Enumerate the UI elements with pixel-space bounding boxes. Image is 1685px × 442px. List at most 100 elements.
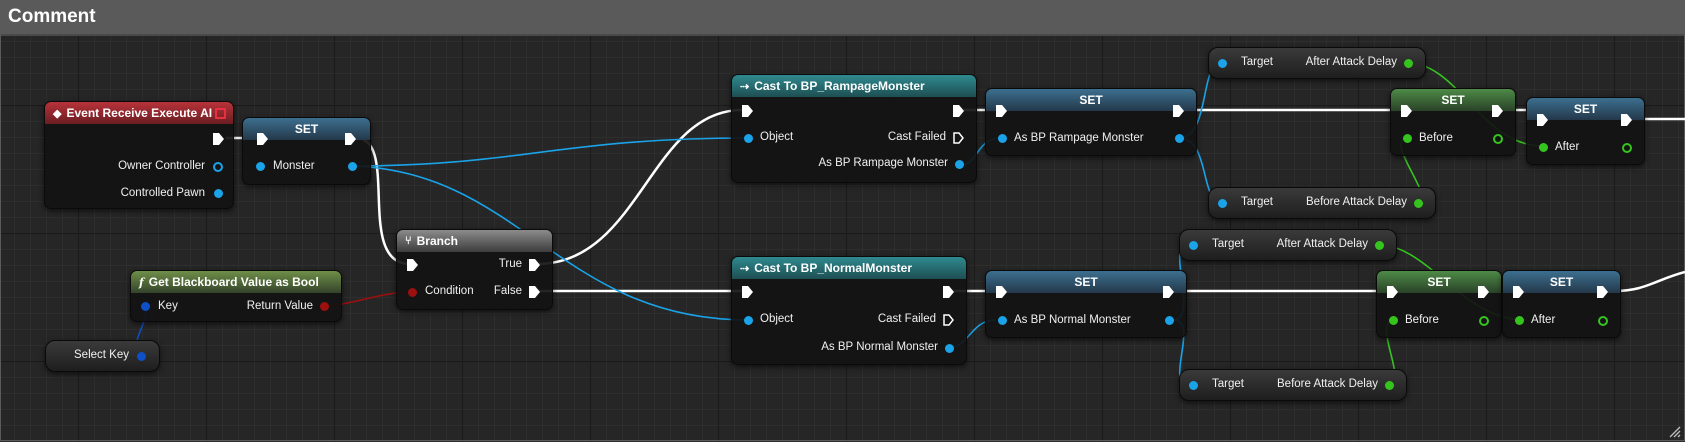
rampage-before-attack-delay-getter[interactable]: Target Before Attack Delay — [1208, 187, 1436, 219]
target-in-pin[interactable] — [1218, 59, 1227, 68]
set-as-bp-rampage-monster-node[interactable]: SET As BP Rampage Monster — [985, 88, 1197, 156]
after-out-pin[interactable] — [1622, 143, 1632, 153]
node-title: Get Blackboard Value as Bool — [148, 275, 319, 289]
normal-before-attack-delay-getter[interactable]: Target Before Attack Delay — [1179, 369, 1407, 401]
normal-monster-out-pin[interactable] — [1165, 316, 1174, 325]
condition-label: Condition — [425, 285, 474, 297]
after-attack-delay-out-pin[interactable] — [1404, 59, 1413, 68]
resize-grip-icon[interactable] — [1669, 426, 1681, 438]
cast-failed-exec-pin[interactable] — [943, 314, 954, 326]
before-out-pin[interactable] — [1479, 316, 1489, 326]
exec-out-pin[interactable] — [1621, 114, 1632, 126]
after-attack-delay-out-pin[interactable] — [1375, 241, 1384, 250]
exec-in-pin[interactable] — [1401, 105, 1412, 117]
controlled-pawn-label: Controlled Pawn — [120, 187, 205, 199]
after-out-pin[interactable] — [1598, 316, 1608, 326]
node-title: SET — [1074, 275, 1098, 289]
monster-in-pin[interactable] — [256, 162, 265, 171]
exec-out-pin[interactable] — [345, 133, 356, 145]
cast-failed-label: Cast Failed — [877, 313, 936, 325]
select-key-out-pin[interactable] — [137, 352, 146, 361]
exec-in-pin[interactable] — [996, 105, 1007, 117]
return-value-label: Return Value — [246, 300, 313, 312]
delegate-pin-icon[interactable] — [215, 108, 226, 119]
set-monster-node[interactable]: SET Monster — [242, 117, 371, 185]
comment-title[interactable]: Comment — [8, 6, 96, 27]
exec-in-pin[interactable] — [996, 286, 1007, 298]
exec-out-pin[interactable] — [943, 286, 954, 298]
exec-out-pin[interactable] — [1173, 105, 1184, 117]
node-title: Branch — [416, 234, 458, 248]
exec-in-pin[interactable] — [742, 105, 753, 117]
rampage-monster-in-pin[interactable] — [998, 134, 1007, 143]
set-after-node-2[interactable]: SET After — [1502, 270, 1621, 338]
after-label: After — [1555, 141, 1580, 153]
controlled-pawn-pin[interactable] — [214, 189, 223, 198]
rampage-monster-out-pin[interactable] — [1175, 134, 1184, 143]
branch-node[interactable]: ⑂Branch True Condition False — [396, 229, 553, 310]
exec-out-pin[interactable] — [1492, 105, 1503, 117]
as-bp-normal-monster-pin[interactable] — [945, 344, 954, 353]
set-as-bp-normal-monster-node[interactable]: SET As BP Normal Monster — [985, 270, 1187, 338]
exec-out-pin[interactable] — [213, 133, 224, 145]
rampage-monster-label: As BP Rampage Monster — [1014, 132, 1144, 144]
function-icon: f — [139, 275, 144, 289]
before-out-pin[interactable] — [1493, 134, 1503, 144]
event-receive-execute-ai-node[interactable]: ◆Event Receive Execute AI Owner Controll… — [44, 101, 234, 209]
exec-in-pin[interactable] — [1537, 114, 1548, 126]
true-exec-pin[interactable] — [529, 259, 540, 271]
exec-out-pin[interactable] — [1163, 286, 1174, 298]
cast-icon: ⇢ — [740, 262, 750, 275]
target-in-pin[interactable] — [1218, 199, 1227, 208]
node-title: SET — [1427, 275, 1451, 289]
before-attack-delay-out-pin[interactable] — [1385, 381, 1394, 390]
object-in-pin[interactable] — [744, 134, 753, 143]
select-key-node[interactable]: Select Key — [45, 340, 160, 372]
monster-out-pin[interactable] — [348, 162, 357, 171]
node-title: SET — [1441, 93, 1465, 107]
as-bp-rampage-monster-pin[interactable] — [955, 160, 964, 169]
cast-failed-label: Cast Failed — [887, 131, 946, 143]
set-before-node-2[interactable]: SET Before — [1376, 270, 1502, 338]
set-before-node-1[interactable]: SET Before — [1390, 88, 1516, 156]
key-in-pin[interactable] — [141, 302, 150, 311]
after-in-pin[interactable] — [1539, 143, 1548, 152]
before-in-pin[interactable] — [1389, 316, 1398, 325]
set-after-node-1[interactable]: SET After — [1526, 97, 1645, 165]
after-in-pin[interactable] — [1515, 316, 1524, 325]
cast-to-bp-normalmonster-node[interactable]: ⇢Cast To BP_NormalMonster Object Cast Fa… — [731, 256, 967, 365]
cast-failed-exec-pin[interactable] — [953, 132, 964, 144]
as-bp-normal-monster-label: As BP Normal Monster — [821, 341, 938, 353]
exec-out-pin[interactable] — [1597, 286, 1608, 298]
exec-out-pin[interactable] — [953, 105, 964, 117]
cast-to-bp-rampagemonster-node[interactable]: ⇢Cast To BP_RampageMonster Object Cast F… — [731, 74, 977, 183]
node-title: SET — [294, 122, 319, 136]
exec-out-pin[interactable] — [1478, 286, 1489, 298]
exec-in-pin[interactable] — [742, 286, 753, 298]
target-in-pin[interactable] — [1189, 241, 1198, 250]
target-label: Target — [1241, 56, 1273, 68]
owner-controller-pin[interactable] — [213, 162, 223, 172]
before-attack-delay-out-pin[interactable] — [1414, 199, 1423, 208]
before-in-pin[interactable] — [1403, 134, 1412, 143]
false-exec-pin[interactable] — [529, 286, 540, 298]
key-label: Key — [158, 300, 178, 312]
object-in-pin[interactable] — [744, 316, 753, 325]
return-value-pin[interactable] — [320, 302, 329, 311]
exec-in-pin[interactable] — [1387, 286, 1398, 298]
comment-box-header[interactable]: Comment — [0, 0, 1685, 36]
normal-after-attack-delay-getter[interactable]: Target After Attack Delay — [1179, 229, 1397, 261]
exec-in-pin[interactable] — [1513, 286, 1524, 298]
rampage-after-attack-delay-getter[interactable]: Target After Attack Delay — [1208, 47, 1426, 79]
exec-in-pin[interactable] — [257, 133, 268, 145]
object-label: Object — [760, 313, 794, 325]
get-blackboard-value-as-bool-node[interactable]: f Get Blackboard Value as Bool Key Return… — [130, 270, 342, 322]
target-label: Target — [1212, 378, 1244, 390]
exec-in-pin[interactable] — [407, 259, 418, 271]
condition-pin[interactable] — [408, 288, 417, 297]
before-attack-delay-label: Before Attack Delay — [1306, 196, 1407, 208]
object-wire — [350, 137, 749, 167]
normal-monster-in-pin[interactable] — [998, 316, 1007, 325]
target-in-pin[interactable] — [1189, 381, 1198, 390]
